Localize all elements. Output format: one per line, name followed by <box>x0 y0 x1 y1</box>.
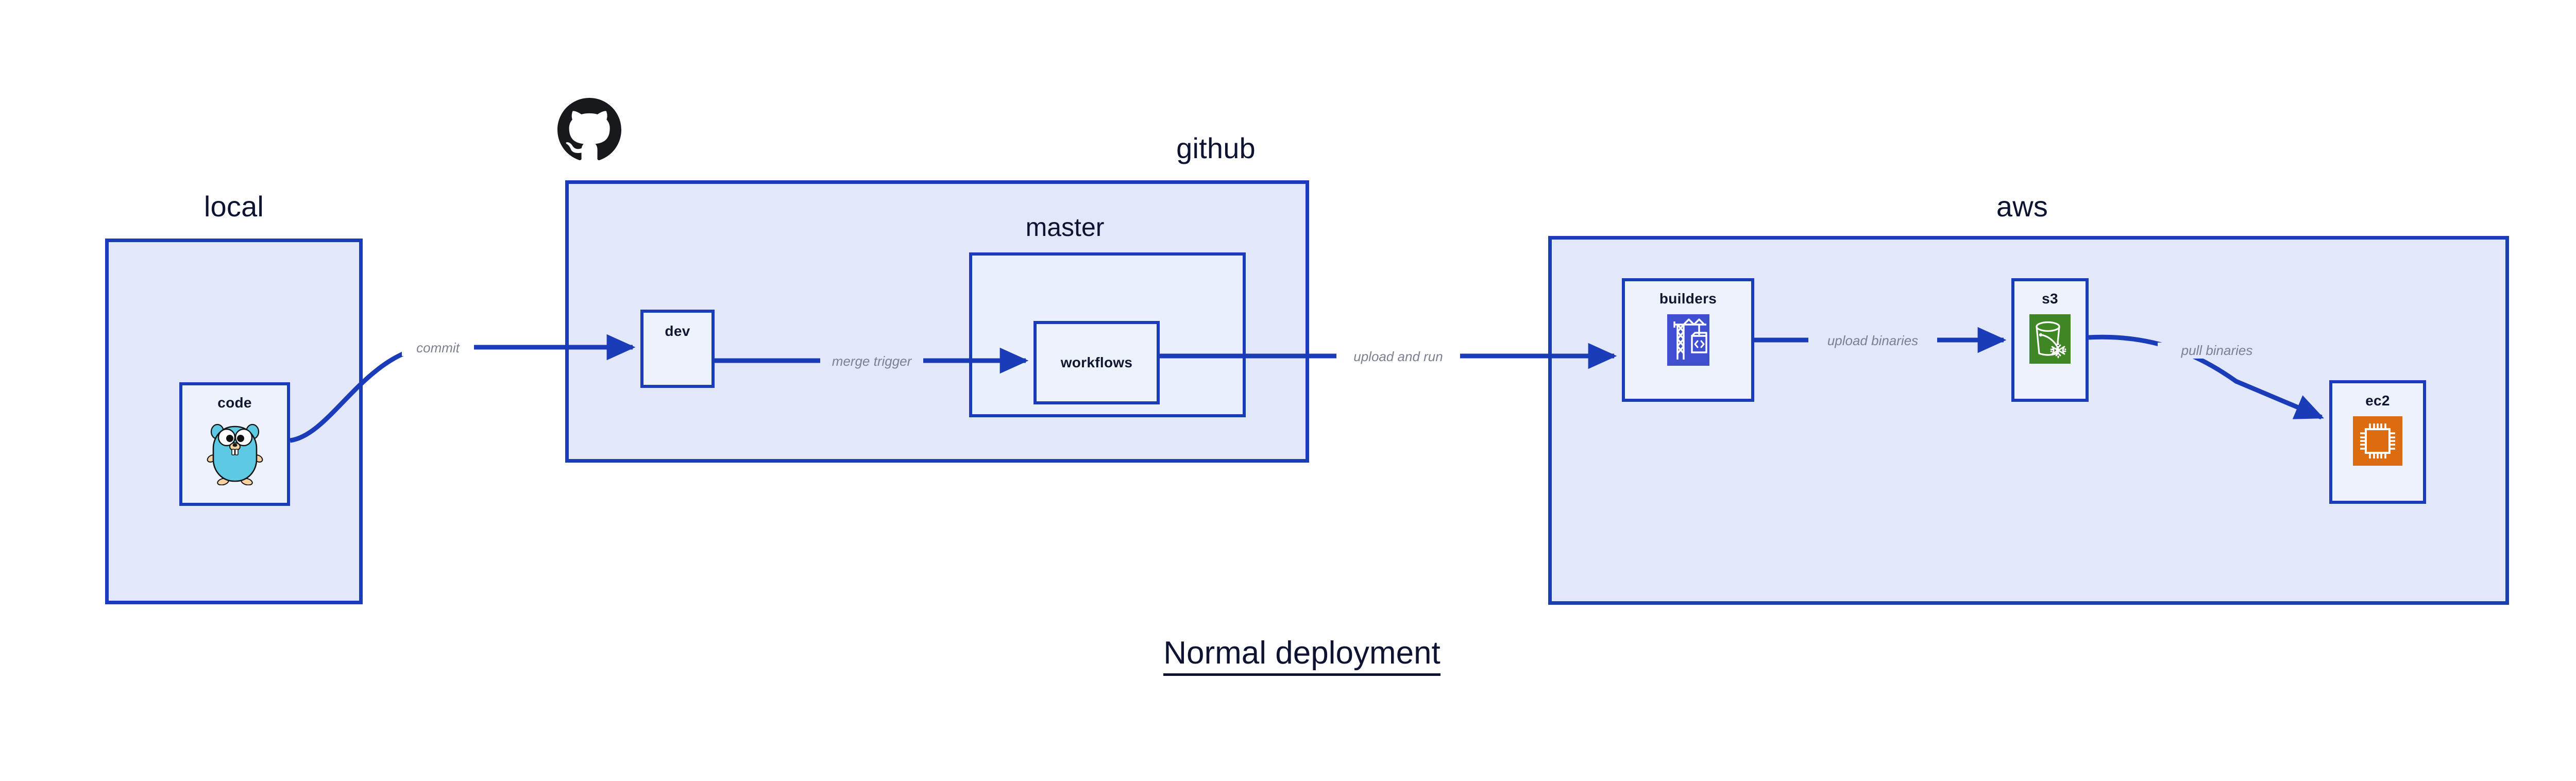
node-label-builders: builders <box>1659 291 1717 307</box>
node-workflows[interactable]: workflows <box>1033 321 1160 404</box>
node-dev[interactable]: dev <box>640 310 715 388</box>
node-label-workflows: workflows <box>1060 354 1133 370</box>
subgroup-label-master: master <box>1025 213 1105 242</box>
node-label-ec2: ec2 <box>2365 393 2390 409</box>
github-octocat-icon <box>557 98 621 162</box>
edge-label-pull-binaries: pull binaries <box>2158 343 2276 359</box>
group-label-local: local <box>204 190 264 223</box>
edge-label-upload-and-run: upload and run <box>1336 349 1460 365</box>
node-label-dev: dev <box>665 323 690 339</box>
edge-label-merge-trigger: merge trigger <box>820 353 923 369</box>
group-label-aws: aws <box>1996 190 2048 223</box>
group-label-github: github <box>1176 132 1256 164</box>
node-label-code: code <box>217 395 252 411</box>
node-ec2[interactable]: ec2 <box>2329 380 2426 504</box>
edge-label-commit: commit <box>402 340 474 356</box>
page-title: Normal deployment <box>1163 635 1440 676</box>
github-octocat-glyph <box>557 98 621 160</box>
aws-codebuild-icon <box>1667 314 1709 368</box>
edge-label-upload-binaries: upload binaries <box>1808 333 1937 349</box>
node-s3[interactable]: s3 <box>2011 278 2089 402</box>
aws-s3-glacier-icon <box>2029 314 2071 366</box>
node-builders[interactable]: builders <box>1622 278 1754 402</box>
aws-ec2-icon <box>2353 416 2402 468</box>
node-label-s3: s3 <box>2042 291 2058 307</box>
diagram-title-wrapper: Normal deployment <box>0 635 2576 676</box>
go-gopher-icon <box>206 418 264 488</box>
node-code[interactable]: code <box>179 382 290 506</box>
